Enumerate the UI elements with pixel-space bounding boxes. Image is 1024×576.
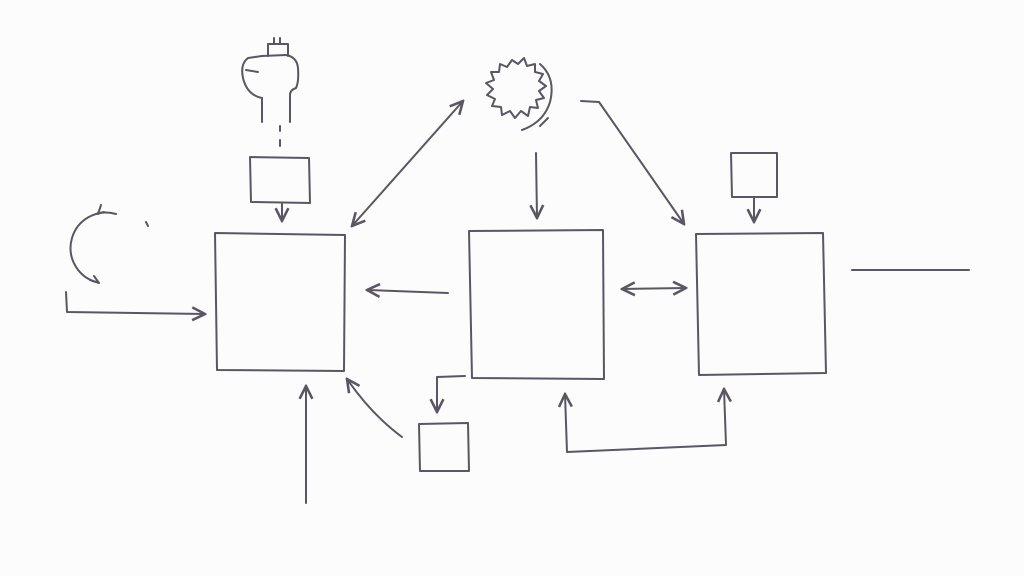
gear-icon [485,57,553,131]
feedback-bracket-center-right [565,389,726,453]
main-box-center [468,229,605,380]
arrow-center-to-left-box [367,290,449,293]
arrow-center-to-small-bottom-box [437,375,466,412]
small-box-top-right [730,152,778,198]
small-box-top-left [249,156,311,204]
double-arrow-left-box-gear [352,101,463,226]
head-with-device-icon [241,37,300,123]
input-arrow-left [65,291,205,314]
main-box-right [695,232,827,376]
cycle-icon [69,204,149,284]
arrow-gear-to-center-box [536,152,537,218]
double-arrow-center-right [622,288,686,289]
main-box-left [214,232,346,372]
arrow-gear-to-right-box [580,100,684,224]
small-box-bottom [418,422,470,472]
curved-arrow-to-left-box [347,379,403,438]
